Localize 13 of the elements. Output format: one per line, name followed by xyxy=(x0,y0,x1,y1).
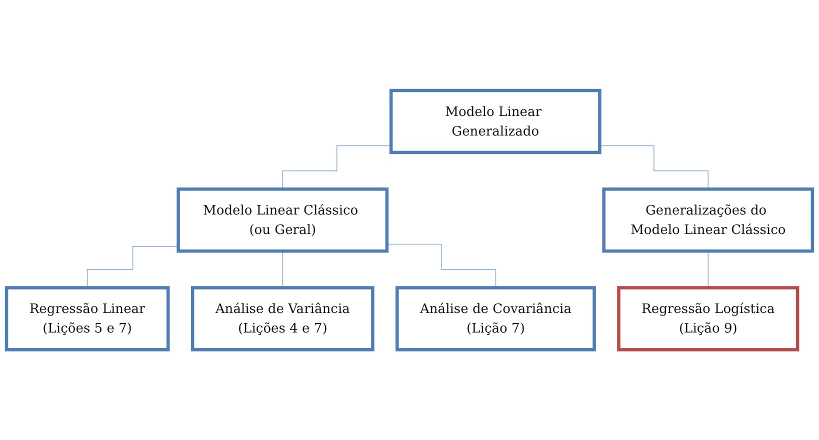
connector xyxy=(282,250,284,288)
node-box: Regressão Logística (Lição 9) xyxy=(617,286,800,352)
node-box: Generalizações do Modelo Linear Clássico xyxy=(602,187,814,253)
node-box: Regressão Linear (Lições 5 e 7) xyxy=(4,286,170,352)
node-box: Análise de Covariância (Lição 7) xyxy=(396,286,596,352)
connector xyxy=(386,244,496,288)
node-box: Modelo Linear Generalizado xyxy=(389,88,602,154)
connector xyxy=(708,250,709,288)
connector xyxy=(282,145,392,190)
connector xyxy=(599,145,709,190)
node-box: Modelo Linear Clássico (ou Geral) xyxy=(176,187,389,253)
node-box: Análise de Variância (Lições 4 e 7) xyxy=(190,286,374,352)
connector xyxy=(86,246,179,288)
